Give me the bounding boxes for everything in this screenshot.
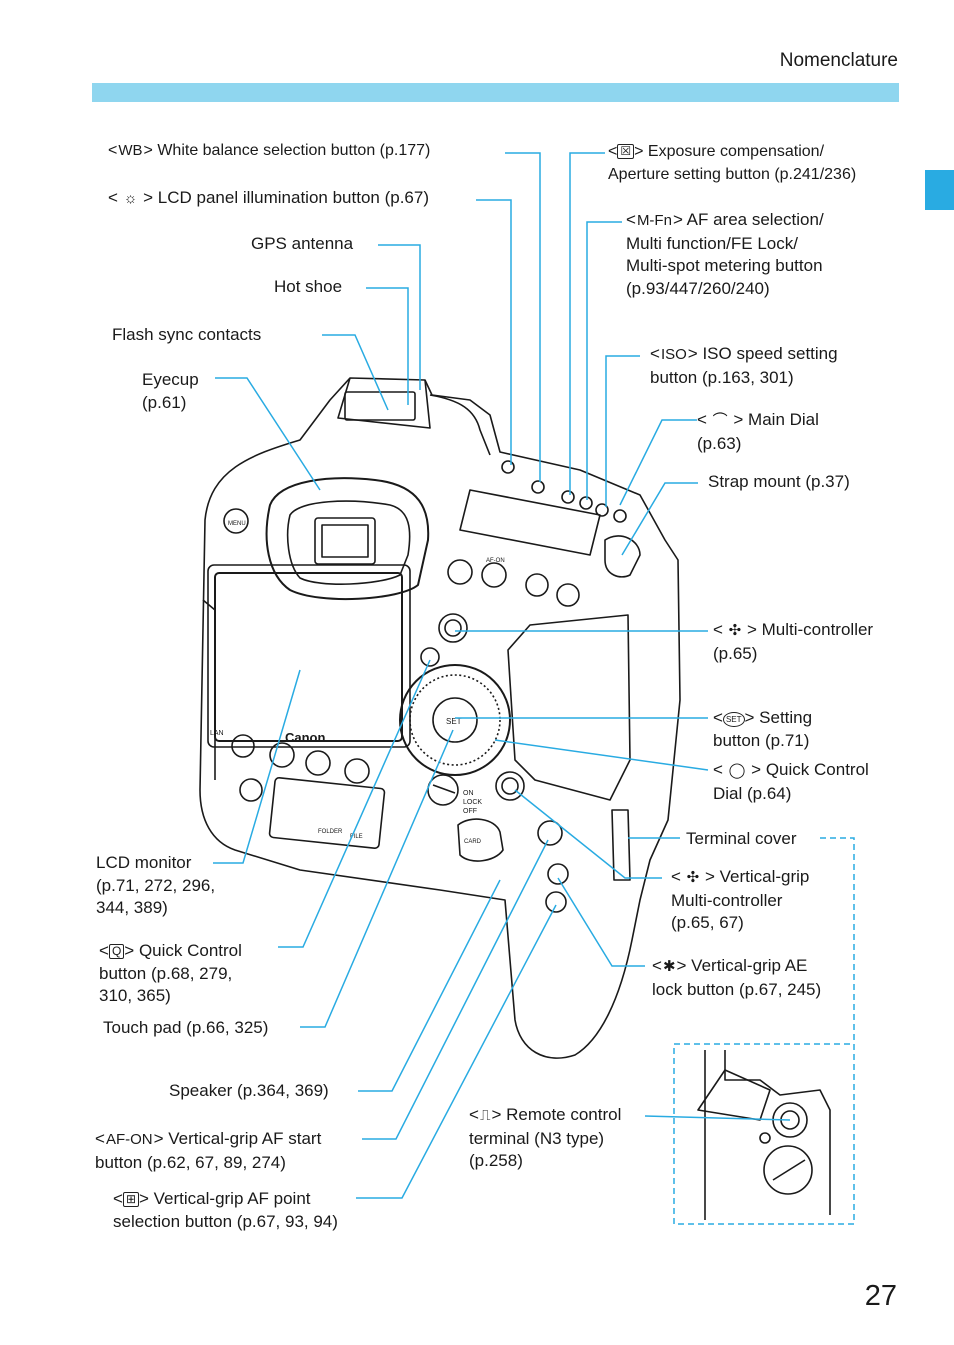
camera-lock-lock-text: LOCK <box>463 799 482 806</box>
chapter-tab <box>925 170 954 210</box>
camera-lock-on-text: ON <box>463 790 474 797</box>
eyecup-outline <box>265 477 430 601</box>
camera-lan-text: LAN <box>210 730 224 737</box>
hot-shoe-shape <box>344 391 416 421</box>
label-touch-pad: Touch pad (p.66, 325) <box>103 1018 269 1037</box>
label-gps-antenna: GPS antenna <box>251 234 354 253</box>
leader-vg-ae <box>557 877 645 967</box>
leader-lcd <box>213 669 301 864</box>
camera-afon-text: AF-ON <box>486 558 505 564</box>
camera-brand-text: Canon <box>285 730 326 745</box>
header-bar <box>92 83 899 102</box>
leader-touch <box>300 729 454 1028</box>
exposure-icon: ☒ <box>617 144 635 159</box>
main-dial-icon: ⌒ <box>712 412 728 429</box>
label-eyecup: Eyecup(p.61) <box>142 370 199 412</box>
page-number: 27 <box>864 1280 897 1312</box>
label-exposure-compensation: <☒> Exposure compensation/Aperture setti… <box>608 143 857 183</box>
label-main-dial: < ⌒ > Main Dial(p.63) <box>697 410 819 453</box>
leader-lcd-illum <box>476 199 512 465</box>
leader-afpoint <box>356 904 557 1199</box>
lcd-monitor-screen <box>214 572 403 742</box>
af-point-icon: ⊞ <box>122 1192 139 1207</box>
leader-mfn <box>586 221 622 500</box>
leader-iso <box>605 355 640 507</box>
camera-folder-text: FOLDER <box>318 829 343 835</box>
multi-controller-icon: ✣ <box>728 622 742 639</box>
leader-q <box>278 659 431 948</box>
ae-lock-icon: ✱ <box>662 958 676 975</box>
leader-vg-multi <box>514 789 662 879</box>
label-wb: <WB> White balance selection button (p.1… <box>108 142 431 159</box>
label-hot-shoe: Hot shoe <box>274 277 343 296</box>
camera-card-text: CARD <box>464 839 482 845</box>
camera-file-text: FILE <box>350 834 363 840</box>
page-header-title: Nomenclature <box>779 50 898 71</box>
leader-gps <box>378 244 421 390</box>
camera-set-text: SET <box>446 717 462 726</box>
label-strap-mount: Strap mount (p.37) <box>708 472 850 491</box>
leader-flash-sync <box>322 334 389 411</box>
label-speaker: Speaker (p.364, 369) <box>169 1081 329 1100</box>
set-icon: SET <box>722 712 745 727</box>
quick-control-dial-icon: ◯ <box>728 762 746 779</box>
label-mfn: <M-Fn> AF area selection/Multi function/… <box>626 210 824 298</box>
leader-wb <box>505 152 541 482</box>
leader-remote <box>644 1115 791 1121</box>
remote-terminal-icon: ⎍ <box>479 1107 491 1124</box>
vg-multi-controller-icon: ✣ <box>686 869 700 886</box>
label-flash-sync: Flash sync contacts <box>112 325 262 344</box>
leader-main-dial <box>619 419 697 506</box>
leader-eyecup <box>215 377 321 491</box>
label-terminal-cover: Terminal cover <box>686 829 797 848</box>
label-multi-controller: < ✣ > Multi-controller(p.65) <box>713 620 874 663</box>
light-icon: ☼ <box>123 190 138 207</box>
quick-control-dial-shape <box>399 664 511 776</box>
camera-menu-text: MENU <box>228 521 246 527</box>
leader-hot-shoe <box>366 287 409 405</box>
leader-speaker <box>358 879 501 1092</box>
label-lcd-illumination: < ☼ > LCD panel illumination button (p.6… <box>108 187 429 211</box>
camera-lock-off-text: OFF <box>463 808 477 815</box>
leader-exposure <box>569 152 605 495</box>
leader-qc-dial <box>494 739 709 771</box>
q-icon: Q <box>108 944 125 959</box>
leader-strap <box>621 482 698 556</box>
label-lcd-monitor: LCD monitor(p.71, 272, 296,344, 389) <box>96 853 216 917</box>
leader-afon <box>362 839 549 1140</box>
inset-frame <box>673 1043 855 1225</box>
